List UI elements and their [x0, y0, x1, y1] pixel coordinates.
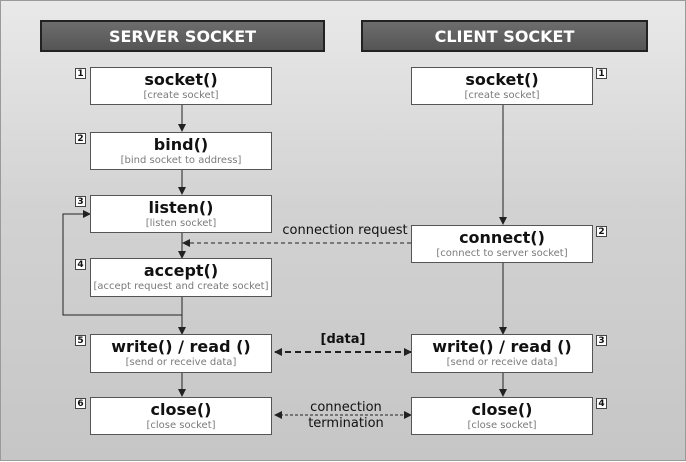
client-write-read-desc: [send or receive data]: [446, 357, 558, 368]
connection-request-label: connection request: [282, 223, 408, 238]
server-step-badge: 5: [75, 335, 86, 346]
client-step-badge: 2: [596, 226, 607, 237]
server-listen-box: listen() [listen socket]: [90, 195, 272, 233]
client-connect-title: connect(): [459, 228, 545, 247]
server-write-read-title: write() / read (): [111, 337, 251, 356]
server-close-title: close(): [150, 400, 212, 419]
client-socket-box: socket() [create socket]: [411, 67, 593, 105]
client-close-desc: [close socket]: [467, 420, 537, 431]
server-socket-header: SERVER SOCKET: [40, 20, 325, 52]
server-step-badge: 3: [75, 196, 86, 207]
server-close-box: close() [close socket]: [90, 397, 272, 435]
server-write-read-desc: [send or receive data]: [125, 357, 237, 368]
client-write-read-box: write() / read () [send or receive data]: [411, 334, 593, 373]
server-socket-desc: [create socket]: [143, 90, 219, 101]
data-label: [data]: [320, 332, 366, 347]
server-listen-desc: [listen socket]: [145, 218, 217, 229]
client-close-box: close() [close socket]: [411, 397, 593, 435]
server-step-badge: 1: [75, 68, 86, 79]
client-connect-box: connect() [connect to server socket]: [411, 225, 593, 263]
server-listen-title: listen(): [148, 198, 214, 217]
server-bind-box: bind() [bind socket to address]: [90, 132, 272, 170]
server-accept-title: accept(): [143, 261, 219, 280]
client-step-badge: 3: [596, 335, 607, 346]
server-accept-desc: [accept request and create socket]: [93, 281, 269, 292]
server-step-badge: 4: [75, 259, 86, 270]
server-accept-box: accept() [accept request and create sock…: [90, 258, 272, 297]
client-socket-desc: [create socket]: [464, 90, 540, 101]
arrow-loop-back-to-listen: [62, 210, 182, 316]
server-step-badge: 6: [75, 398, 86, 409]
client-write-read-title: write() / read (): [432, 337, 572, 356]
server-close-desc: [close socket]: [146, 420, 216, 431]
server-step-badge: 2: [75, 133, 86, 144]
server-bind-title: bind(): [153, 135, 209, 154]
connection-termination-label: connection termination: [291, 400, 401, 432]
client-connect-desc: [connect to server socket]: [436, 248, 568, 259]
server-bind-desc: [bind socket to address]: [120, 155, 242, 166]
server-socket-box: socket() [create socket]: [90, 67, 272, 105]
client-step-badge: 4: [596, 398, 607, 409]
client-step-badge: 1: [596, 68, 607, 79]
termination-line2: termination: [308, 416, 384, 431]
client-close-title: close(): [471, 400, 533, 419]
client-socket-title: socket(): [465, 70, 539, 89]
server-write-read-box: write() / read () [send or receive data]: [90, 334, 272, 373]
termination-line1: connection: [310, 400, 382, 415]
client-socket-header: CLIENT SOCKET: [361, 20, 648, 52]
server-socket-title: socket(): [144, 70, 218, 89]
